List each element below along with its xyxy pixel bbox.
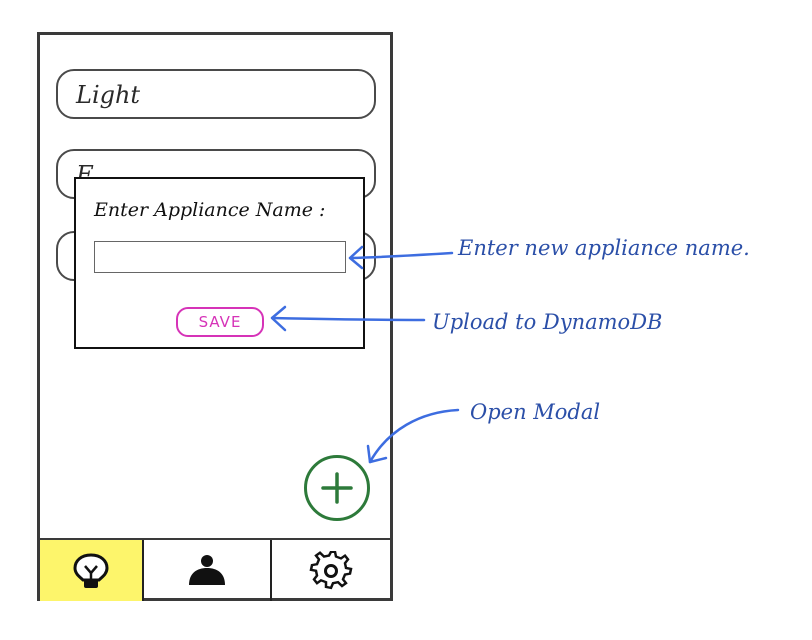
- phone-frame: Light F Enter Appliance Name : SAVE: [37, 32, 393, 601]
- appliance-name-input[interactable]: [94, 241, 346, 273]
- appliance-card-label: Light: [76, 81, 141, 109]
- modal-title: Enter Appliance Name :: [94, 199, 326, 221]
- arrow-save: [270, 316, 426, 322]
- add-appliance-modal: Enter Appliance Name : SAVE: [74, 177, 365, 349]
- gear-icon: [309, 550, 353, 589]
- save-button[interactable]: SAVE: [176, 307, 264, 337]
- annotation-save: Upload to DynamoDB: [432, 310, 663, 334]
- add-appliance-button[interactable]: [304, 455, 370, 521]
- tab-appliances[interactable]: [40, 540, 144, 601]
- user-icon: [189, 554, 225, 585]
- tab-profile[interactable]: [144, 540, 272, 601]
- tab-settings[interactable]: [272, 540, 390, 601]
- arrowhead-save: [270, 305, 287, 332]
- tab-bar: [40, 538, 390, 601]
- annotation-input: Enter new appliance name.: [458, 236, 750, 260]
- arrowhead-input: [348, 245, 364, 270]
- arrowhead-fab: [366, 444, 388, 464]
- appliance-card[interactable]: Light: [56, 69, 376, 119]
- arrow-fab: [368, 408, 460, 464]
- annotation-fab: Open Modal: [470, 400, 601, 424]
- lightbulb-icon: [73, 552, 109, 588]
- plus-icon: [321, 472, 353, 504]
- arrow-input: [348, 251, 454, 260]
